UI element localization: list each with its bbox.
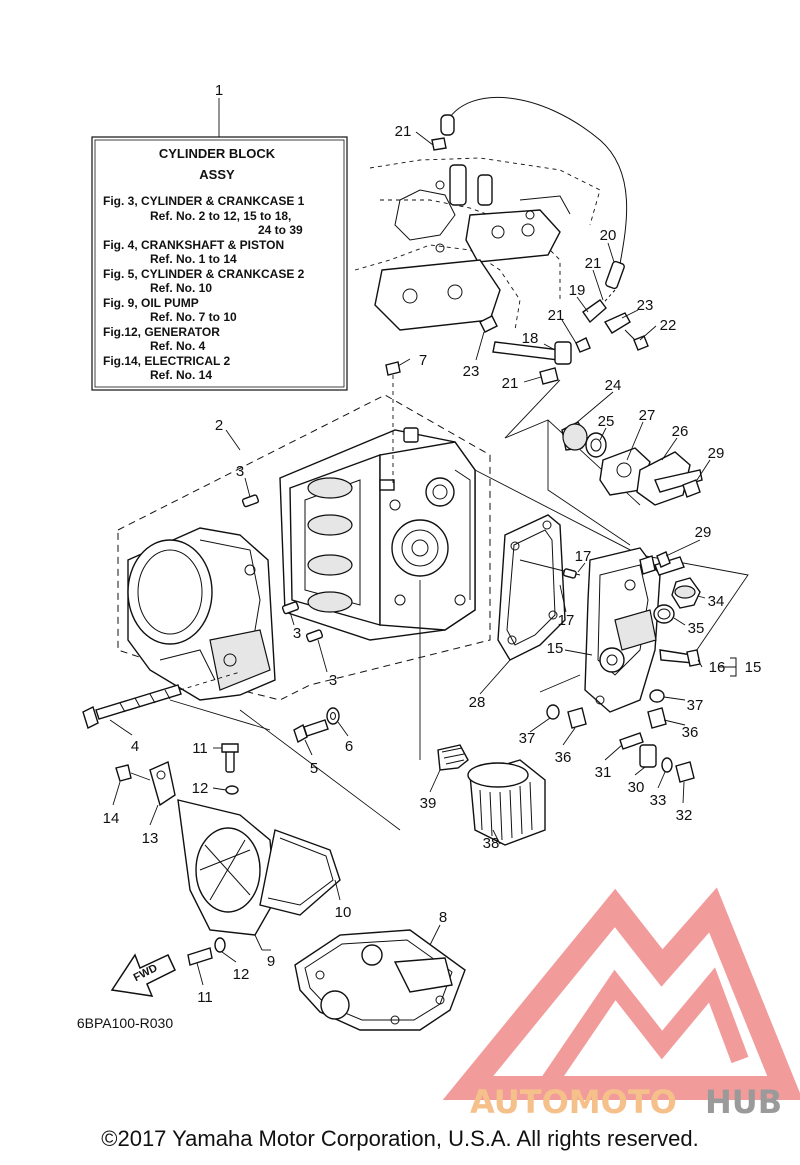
callout-15: 15 <box>745 659 762 676</box>
callout-17: 17 <box>558 612 575 629</box>
callout-7: 7 <box>419 352 427 369</box>
callout-12: 12 <box>192 780 209 797</box>
callout-27: 27 <box>639 407 656 424</box>
callout-3: 3 <box>236 463 244 480</box>
callout-6: 6 <box>345 738 353 755</box>
callout-36: 36 <box>555 749 572 766</box>
box-line: Ref. No. 4 <box>150 339 206 353</box>
box-line: 24 to 39 <box>258 223 303 237</box>
fwd-arrow-icon: FWD <box>110 953 176 997</box>
callout-39: 39 <box>420 795 437 812</box>
callout-3: 3 <box>293 625 301 642</box>
callout-3: 3 <box>329 672 337 689</box>
callout-8: 8 <box>439 909 447 926</box>
callout-22: 22 <box>660 317 677 334</box>
callout-19: 19 <box>569 282 586 299</box>
dowel-pins <box>241 494 324 643</box>
info-box: CYLINDER BLOCK ASSY Fig. 3, CYLINDER & C… <box>91 98 348 391</box>
callout-38: 38 <box>483 835 500 852</box>
box-line: Fig. 9, OIL PUMP <box>103 296 199 310</box>
callout-11: 11 <box>192 740 208 757</box>
callout-13: 13 <box>142 830 159 847</box>
callout-18: 18 <box>522 330 539 347</box>
box-line: Ref. No. 14 <box>150 368 212 382</box>
box-line: Fig. 3, CYLINDER & CRANKCASE 1 <box>103 194 305 208</box>
callout-4: 4 <box>131 738 139 755</box>
callout-35: 35 <box>688 620 705 637</box>
box-line: Fig. 5, CYLINDER & CRANKCASE 2 <box>103 267 305 281</box>
callout-10: 10 <box>335 904 352 921</box>
callout-17: 17 <box>575 548 592 565</box>
box-title-line2: ASSY <box>199 167 235 182</box>
gasket-8 <box>294 929 466 1031</box>
thermostat-assy <box>561 421 703 506</box>
watermark-text: AUTOMOTO HUB <box>470 1083 782 1120</box>
callout-16: 16 <box>709 659 726 676</box>
callout-26: 26 <box>672 423 689 440</box>
cylinder-liner-section <box>127 527 276 701</box>
box-line: Fig.14, ELECTRICAL 2 <box>103 354 230 368</box>
ref-bracket <box>718 657 737 677</box>
callout-20: 20 <box>600 227 617 244</box>
callout-23: 23 <box>463 363 480 380</box>
callout-31: 31 <box>595 764 612 781</box>
callout-30: 30 <box>628 779 645 796</box>
callout-34: 34 <box>708 593 725 610</box>
callout-9: 9 <box>267 953 275 970</box>
callout-25: 25 <box>598 413 615 430</box>
box-line: Ref. No. 1 to 14 <box>150 252 237 266</box>
cylinder-block <box>117 394 491 701</box>
box-line: Ref. No. 10 <box>150 281 212 295</box>
callout-numbers: 1 21 20 21 19 23 22 21 18 23 21 7 24 25 … <box>103 82 762 1006</box>
callout-11: 11 <box>197 989 213 1006</box>
callout-28: 28 <box>469 694 486 711</box>
callout-2: 2 <box>215 417 223 434</box>
leader-lines <box>109 131 711 986</box>
box-line: Ref. No. 2 to 12, 15 to 18, <box>150 209 291 223</box>
callout-24: 24 <box>605 377 622 394</box>
box-title-line1: CYLINDER BLOCK <box>159 146 276 161</box>
bolt-7 <box>385 361 401 485</box>
callout-12: 12 <box>233 966 250 983</box>
breather-hose <box>431 96 649 385</box>
bolt-4 <box>82 671 241 729</box>
callout-14: 14 <box>103 810 120 827</box>
box-line: Fig. 4, CRANKSHAFT & PISTON <box>103 238 284 252</box>
watermark-part2: HUB <box>705 1083 782 1120</box>
watermark-logo <box>442 887 800 1100</box>
engine-top-context <box>354 157 601 331</box>
callout-21: 21 <box>395 123 412 140</box>
callout-21: 21 <box>502 375 519 392</box>
gasket-28 <box>497 514 566 661</box>
callout-5: 5 <box>310 760 318 777</box>
callout-21: 21 <box>585 255 602 272</box>
parts-diagram: CYLINDER BLOCK ASSY Fig. 3, CYLINDER & C… <box>77 82 800 1120</box>
callout-37: 37 <box>519 730 536 747</box>
box-line: Ref. No. 7 to 10 <box>150 310 237 324</box>
copyright-notice: ©2017 Yamaha Motor Corporation, U.S.A. A… <box>101 1126 699 1151</box>
callout-36: 36 <box>682 724 699 741</box>
callout-37: 37 <box>687 697 704 714</box>
oil-pump-assy <box>115 743 341 966</box>
oil-filter <box>437 744 546 846</box>
callout-32: 32 <box>676 807 693 824</box>
cover-plate <box>584 547 685 713</box>
watermark-part1: AUTOMOTO <box>470 1083 677 1120</box>
callout-33: 33 <box>650 792 667 809</box>
assembly-lines <box>169 379 749 831</box>
callout-21: 21 <box>548 307 565 324</box>
bolt-5 <box>293 719 329 744</box>
callout-23: 23 <box>637 297 654 314</box>
callout-1: 1 <box>215 82 223 99</box>
washer-6 <box>326 707 340 725</box>
drawing-code: 6BPA100-R030 <box>77 1015 173 1031</box>
callout-29: 29 <box>708 445 725 462</box>
callout-15: 15 <box>547 640 564 657</box>
box-line: Fig.12, GENERATOR <box>103 325 220 339</box>
small-hardware <box>519 551 701 783</box>
callout-29: 29 <box>695 524 712 541</box>
